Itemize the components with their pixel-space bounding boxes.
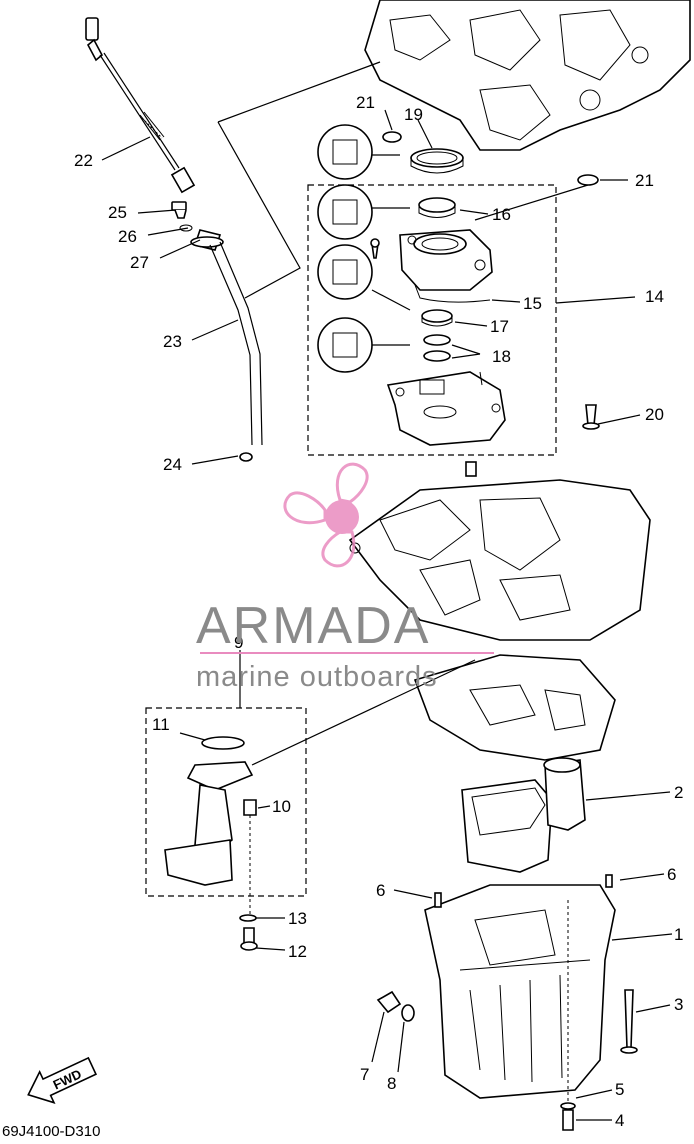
dipstick-assembly [85, 17, 263, 462]
callout-12: 12 [288, 942, 307, 961]
callout-25: 25 [108, 203, 127, 222]
leader-lines [101, 109, 673, 1121]
callout-8: 8 [387, 1074, 396, 1093]
callout-11: 11 [152, 715, 170, 734]
callout-4: 4 [615, 1111, 624, 1130]
oil-pan [424, 884, 616, 1110]
gasket [413, 654, 616, 761]
callout-15: 15 [523, 294, 542, 313]
callout-numbers: 1 2 3 4 5 6 6 7 8 9 10 11 12 13 14 15 16… [74, 93, 683, 1130]
callout-7: 7 [360, 1065, 369, 1084]
baffle [461, 757, 586, 873]
engine-block [364, 0, 691, 151]
callout-13: 13 [288, 909, 307, 928]
oil-strainer [164, 659, 476, 886]
callout-16: 16 [492, 205, 511, 224]
callout-14: 14 [645, 287, 664, 306]
diagram-code: 69J4100-D310 [2, 1123, 100, 1139]
callout-17: 17 [490, 317, 509, 336]
watermark: ARMADA marine outboards [196, 462, 494, 693]
exhaust-guide [348, 461, 651, 641]
callout-9: 9 [234, 633, 243, 652]
watermark-brand: ARMADA [196, 597, 430, 655]
watermark-tagline: marine outboards [196, 661, 438, 693]
callout-6-left: 6 [376, 881, 385, 900]
callout-23: 23 [163, 332, 182, 351]
callout-24: 24 [163, 455, 182, 474]
callout-20: 20 [645, 405, 664, 424]
propeller-logo-icon [283, 462, 369, 568]
callout-27: 27 [130, 253, 149, 272]
callout-2: 2 [674, 783, 683, 802]
callout-21-left: 21 [356, 93, 375, 112]
fwd-arrow-icon: FWD [27, 1056, 98, 1104]
callout-19: 19 [404, 105, 423, 124]
oil-pump-housing [370, 229, 506, 446]
callout-21-right: 21 [635, 171, 654, 190]
callout-6-right: 6 [667, 865, 676, 884]
callout-22: 22 [74, 151, 93, 170]
callout-1: 1 [674, 925, 683, 944]
callout-3: 3 [674, 995, 683, 1014]
callout-26: 26 [118, 227, 137, 246]
callout-5: 5 [615, 1080, 624, 1099]
callout-18: 18 [492, 347, 511, 366]
callout-10: 10 [272, 797, 291, 816]
seal-icons [317, 124, 411, 373]
